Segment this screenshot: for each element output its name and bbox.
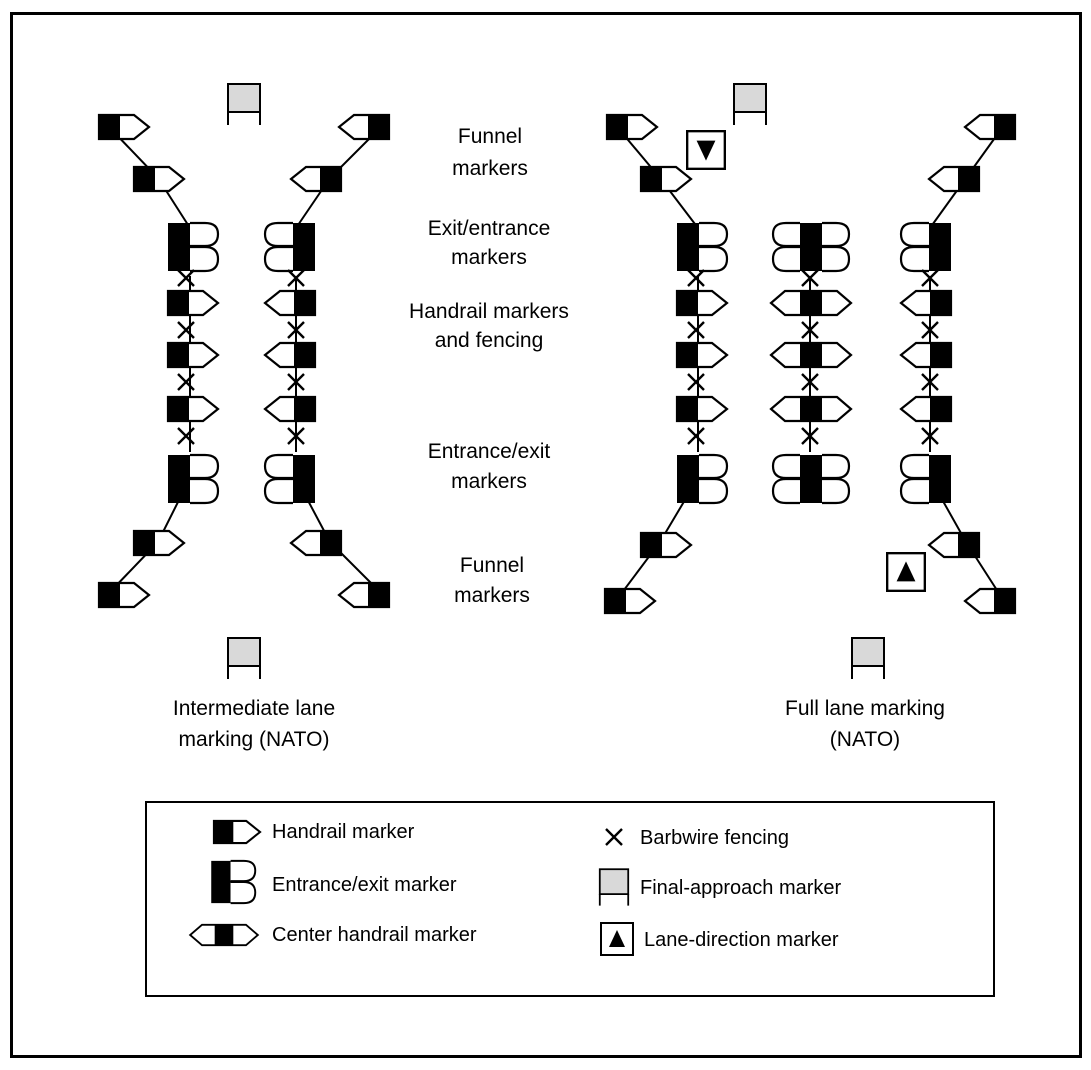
handrail-marker [166,395,220,423]
barbwire-fencing [176,268,196,288]
label-entrance-exit-2: markers [451,470,527,493]
final-approach-marker [851,637,885,680]
handrail-marker [166,341,220,369]
label-entrance-exit-1: Entrance/exit [428,440,551,463]
barbwire-fencing [686,268,706,288]
barbwire-fencing [686,320,706,340]
figure-frame [10,12,1082,1058]
entrance-exit-marker [263,453,317,505]
handrail-marker [675,289,729,317]
handrail-marker [899,341,953,369]
captions: Intermediate lane marking (NATO) Full la… [173,697,945,751]
handrail-marker [97,581,151,609]
handrail-marker [337,581,391,609]
lane-direction-marker [685,129,727,171]
entrance-exit-marker [675,221,729,273]
handrail-marker [132,529,186,557]
label-handrail-fencing-1: Handrail markers [409,300,569,323]
handrail-marker [289,165,343,193]
handrail-marker [927,531,981,559]
legend-final-approach-label: Final-approach marker [640,877,842,899]
barbwire-fencing [176,426,196,446]
legend-lane-direction-label: Lane-direction marker [644,929,839,951]
entrance-exit-marker [166,453,220,505]
handrail-marker [963,113,1017,141]
entrance-exit-marker [166,221,220,273]
barbwire-fencing [686,426,706,446]
legend-entrance-exit-label: Entrance/exit marker [272,874,457,896]
barbwire-fencing [176,320,196,340]
center-entrance-exit-marker [771,453,851,505]
lane-direction-marker [885,551,927,593]
final-approach-marker [733,83,767,126]
full-lane [603,83,1017,680]
handrail-marker [97,113,151,141]
center-handrail-marker-icon [189,923,259,947]
entrance-exit-marker [899,221,953,273]
handrail-marker [289,529,343,557]
handrail-marker [605,113,659,141]
caption-intermediate-2: marking (NATO) [179,728,330,751]
legend: Handrail marker Entrance/exit marker Cen… [145,801,995,997]
center-handrail-marker [769,341,853,369]
label-funnel-bottom-2: markers [454,584,530,607]
handrail-marker [899,395,953,423]
barbwire-fencing [686,372,706,392]
handrail-marker [899,289,953,317]
label-funnel-top-2: markers [452,157,528,180]
center-labels: Funnel markers Exit/entrance markers Han… [409,125,569,607]
legend-center-handrail-label: Center handrail marker [272,924,477,946]
center-handrail-marker [769,395,853,423]
handrail-marker [263,289,317,317]
handrail-marker [166,289,220,317]
center-entrance-exit-marker [771,221,851,273]
caption-full-2: (NATO) [830,728,900,751]
caption-intermediate-1: Intermediate lane [173,697,335,720]
label-exit-entrance-2: markers [451,246,527,269]
handrail-marker [263,341,317,369]
legend-barbwire-label: Barbwire fencing [640,827,789,849]
entrance-exit-marker [899,453,953,505]
handrail-marker [639,165,693,193]
handrail-marker [263,395,317,423]
handrail-marker [675,341,729,369]
barbwire-fencing [176,372,196,392]
center-handrail-marker [769,289,853,317]
handrail-marker [675,395,729,423]
intermediate-lane [97,83,391,680]
entrance-exit-marker-icon [210,859,257,905]
label-funnel-top-1: Funnel [458,125,522,148]
label-funnel-bottom-1: Funnel [460,554,524,577]
final-approach-marker [227,637,261,680]
legend-handrail-label: Handrail marker [272,821,415,843]
entrance-exit-marker [263,221,317,273]
lane-direction-marker-icon [600,922,634,956]
handrail-marker [927,165,981,193]
handrail-marker [603,587,657,615]
handrail-marker [963,587,1017,615]
handrail-marker [639,531,693,559]
handrail-marker [132,165,186,193]
label-handrail-fencing-2: and fencing [435,329,544,352]
final-approach-marker [227,83,261,126]
caption-full-1: Full lane marking [785,697,945,720]
entrance-exit-marker [675,453,729,505]
handrail-marker [337,113,391,141]
label-exit-entrance-1: Exit/entrance [428,217,551,240]
